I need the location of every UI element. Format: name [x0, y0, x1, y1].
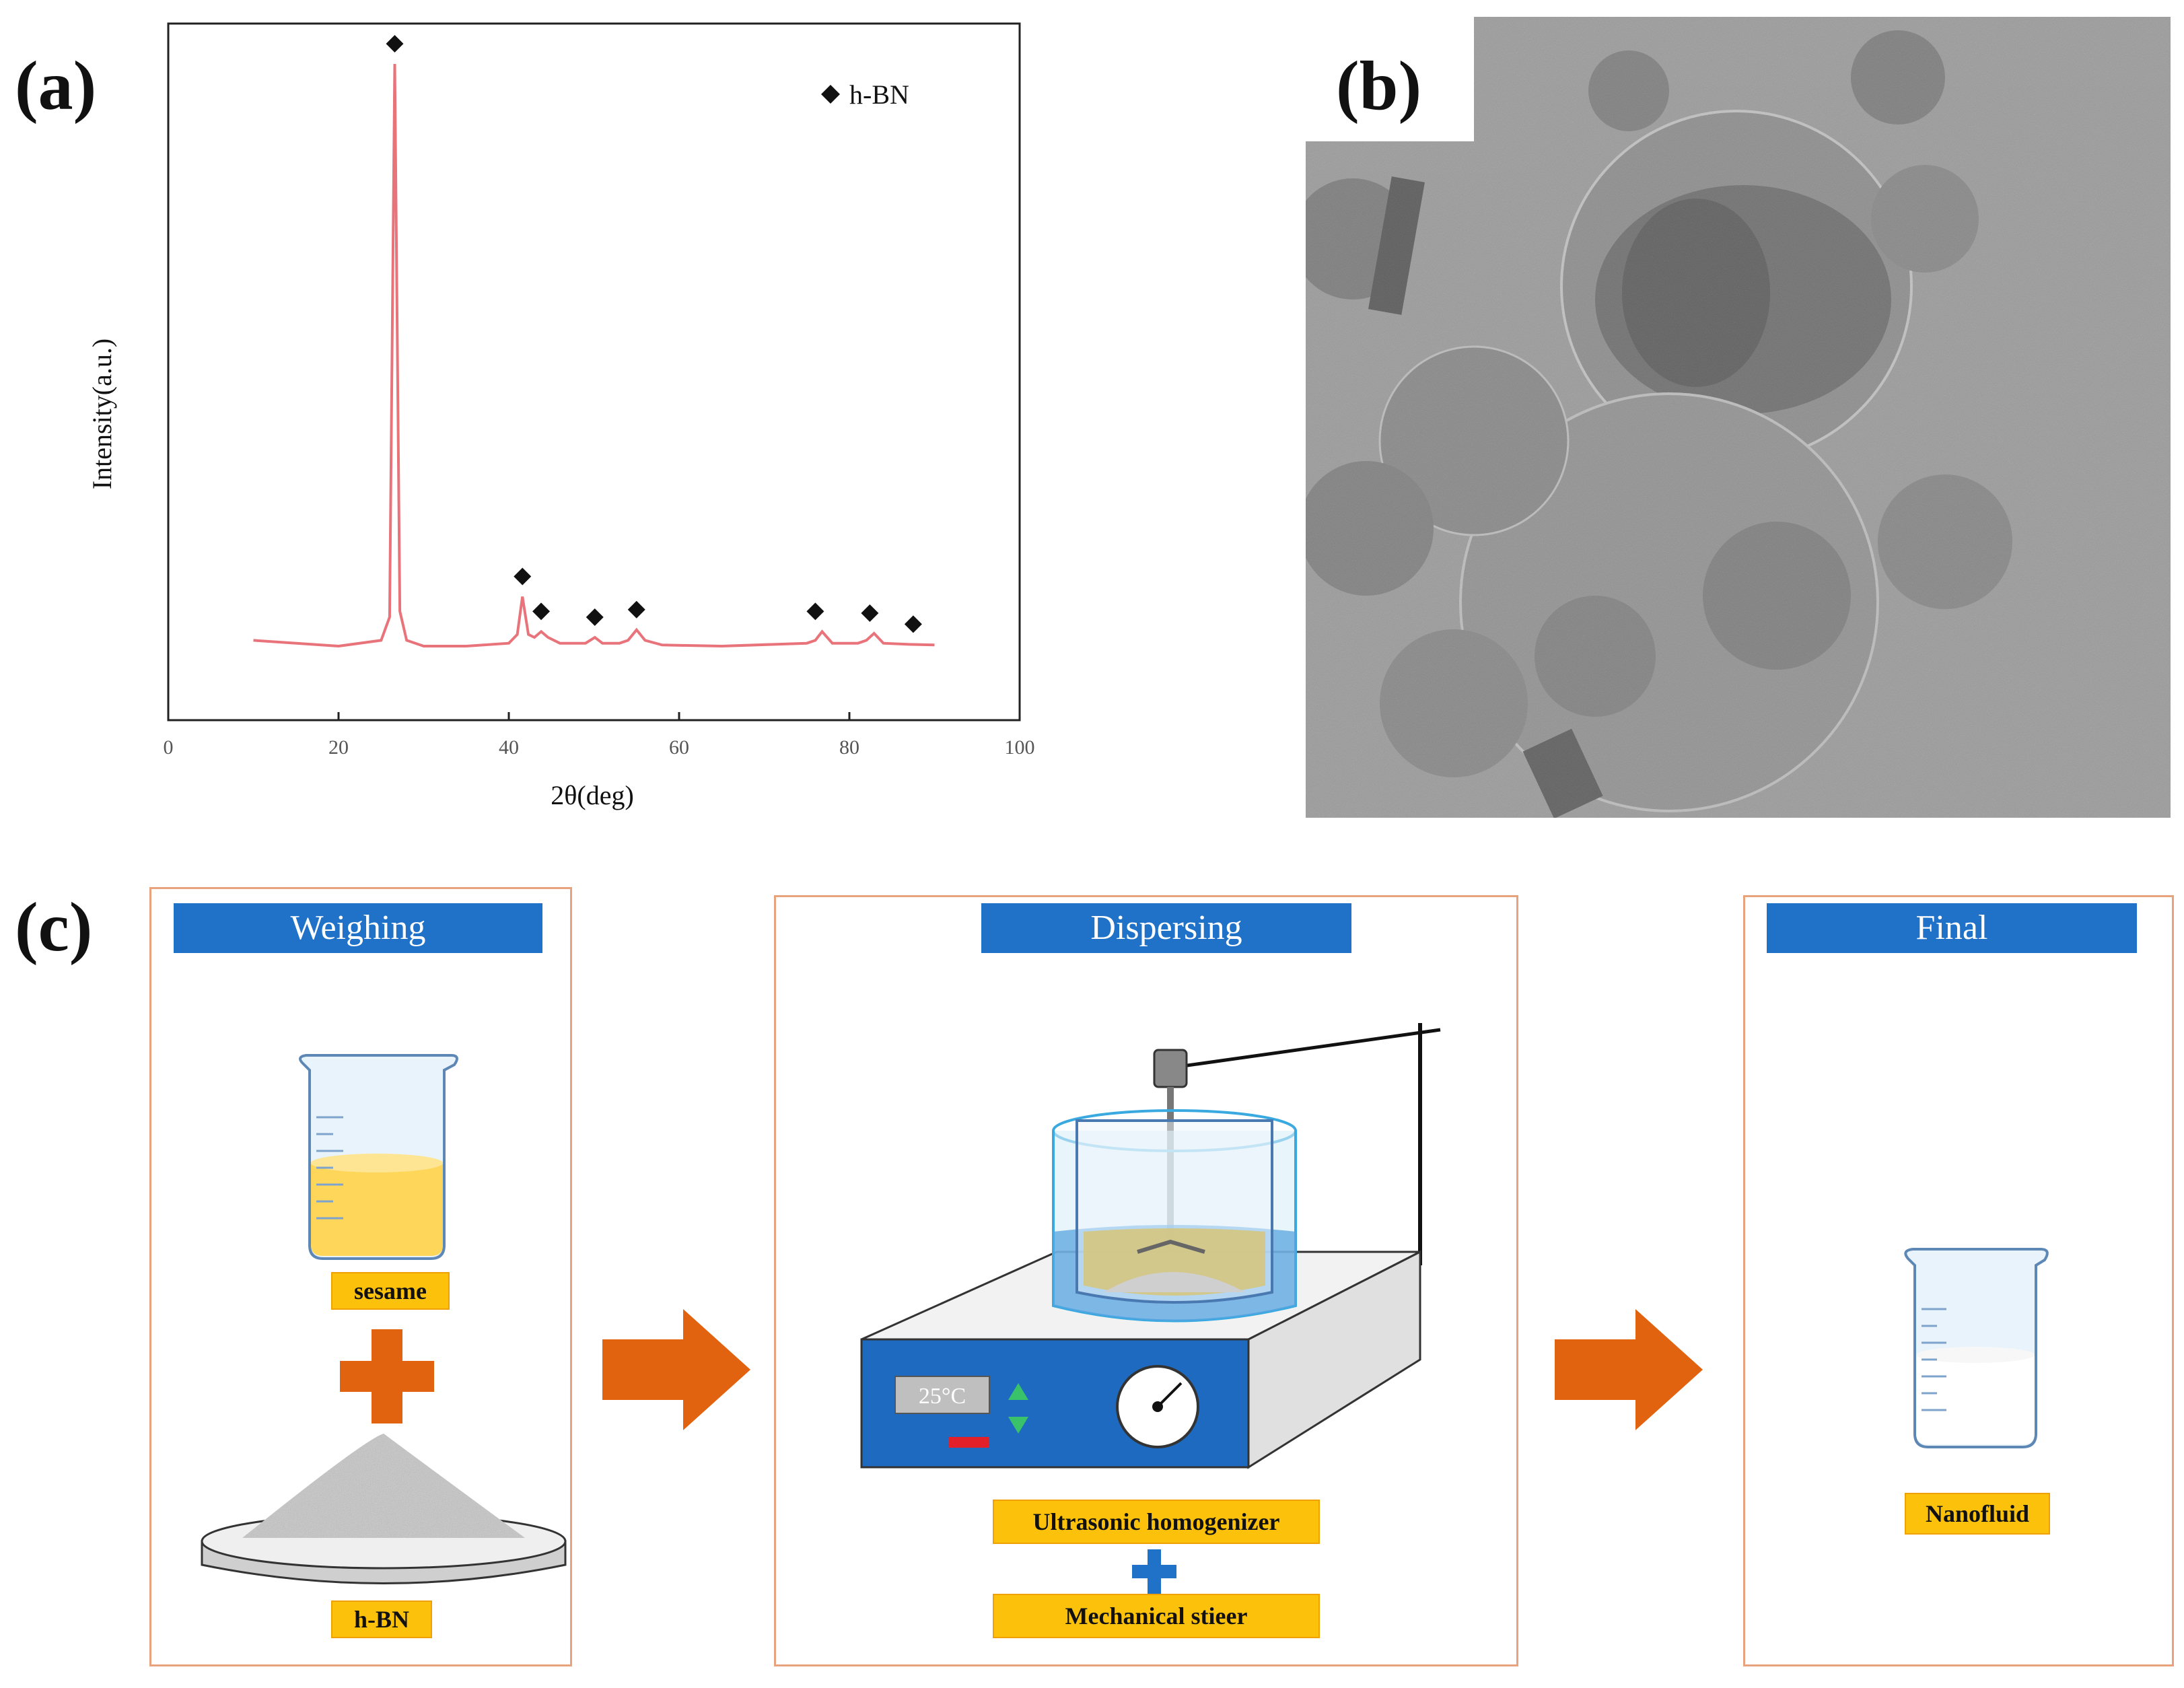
x-tick-label: 0 — [164, 736, 174, 759]
xrd-series-line — [253, 63, 935, 648]
temperature-display: 25°C — [919, 1384, 966, 1409]
xrd-chart: 0 20 40 60 80 100 h-BN 2θ(deg) Intensity(a.u.… — [87, 22, 1035, 810]
peak-marker-diamond-icon — [386, 35, 404, 52]
hbn-powder-dish-icon — [201, 1434, 567, 1584]
arrow-right-icon — [1555, 1309, 1703, 1430]
mechanical-stirrer-tag: Mechanical stieer — [993, 1594, 1320, 1638]
plot-frame — [167, 22, 1021, 722]
peak-marker-diamond-icon — [532, 602, 551, 621]
hbn-tag: h-BN — [331, 1601, 432, 1638]
x-tick-label: 100 — [1005, 736, 1035, 759]
x-axis-ticks: 0 20 40 60 80 100 — [164, 712, 1035, 759]
peak-marker-diamond-icon — [806, 602, 824, 621]
dispersing-title: Dispersing — [981, 903, 1351, 953]
peak-marker-diamond-icon — [586, 608, 604, 627]
legend-label: h-BN — [849, 79, 909, 110]
x-tick-label: 60 — [669, 736, 689, 759]
peak-marker-diamond-icon — [904, 615, 922, 633]
x-tick-label: 20 — [328, 736, 349, 759]
x-tick-label: 40 — [499, 736, 519, 759]
peak-marker-diamond-icon — [514, 567, 532, 586]
homogenizer-stirrer-apparatus-icon: 25°C — [860, 1023, 1441, 1469]
peak-marker-diamond-icon — [861, 604, 879, 622]
plus-icon — [1132, 1549, 1176, 1594]
final-title: Final — [1767, 903, 2137, 953]
peak-marker-diamond-icon — [627, 600, 645, 619]
y-axis-label: Intensity(a.u.) — [87, 339, 117, 489]
x-tick-label: 80 — [839, 736, 859, 759]
plus-icon — [340, 1329, 434, 1423]
ultrasonic-homogenizer-tag: Ultrasonic homogenizer — [993, 1500, 1320, 1544]
tem-micrograph-image — [1306, 17, 2171, 818]
sesame-tag: sesame — [331, 1272, 450, 1310]
sesame-oil-beaker-icon — [299, 1054, 458, 1260]
nanofluid-tag: Nanofluid — [1905, 1493, 2050, 1535]
weighing-title: Weighing — [174, 903, 542, 953]
nanofluid-beaker-icon — [1904, 1248, 2049, 1448]
panel-a-label: (a) — [15, 47, 97, 125]
peak-markers — [386, 35, 922, 633]
panel-c-label: (c) — [15, 888, 93, 966]
panel-b-label: (b) — [1336, 47, 1422, 125]
arrow-right-icon — [602, 1309, 750, 1430]
legend-diamond-icon — [821, 85, 840, 104]
x-axis-label: 2θ(deg) — [551, 780, 634, 810]
